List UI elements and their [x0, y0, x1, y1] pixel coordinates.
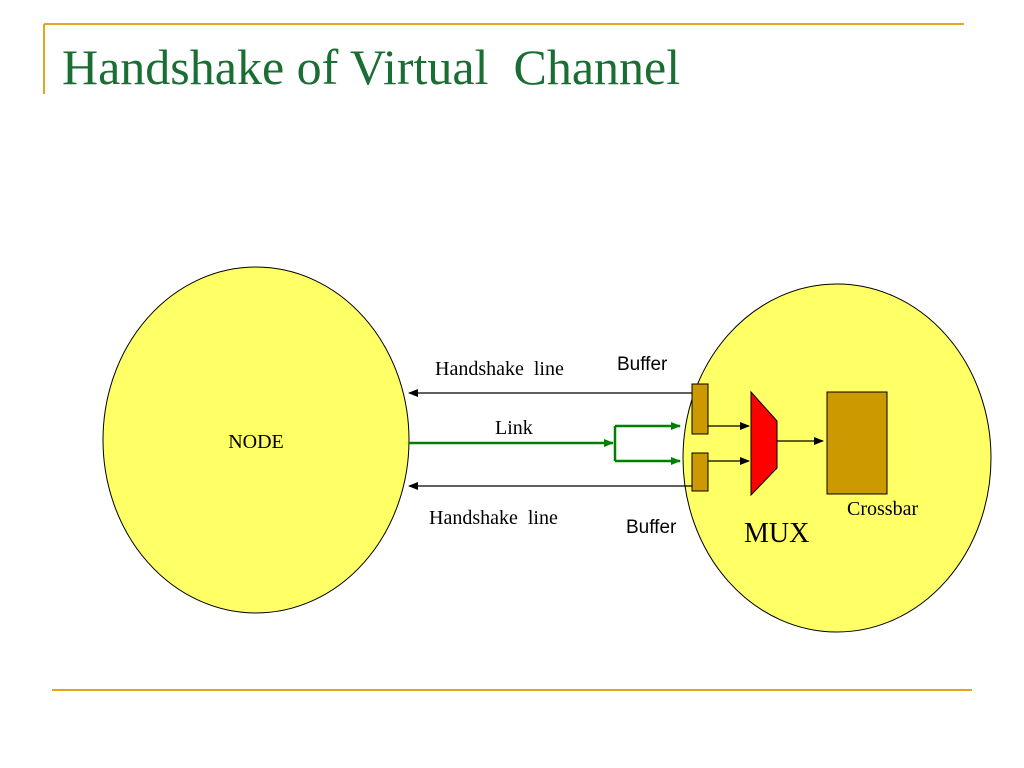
handshake-line-top-label: Handshake line: [435, 358, 564, 380]
mux-label: MUX: [744, 518, 809, 549]
buffer-top-label: Buffer: [617, 354, 668, 375]
buffer-bottom: [691, 452, 709, 492]
node-ellipse: [102, 266, 410, 614]
slide-title: Handshake of Virtual Channel: [62, 39, 681, 95]
crossbar-label: Crossbar: [847, 498, 918, 520]
mux-shape: [750, 390, 778, 497]
link-label: Link: [495, 417, 533, 439]
crossbar-box: [826, 391, 888, 495]
buffer-bottom-label: Buffer: [626, 517, 677, 538]
buffer-top: [691, 383, 709, 435]
handshake-line-bottom-label: Handshake line: [429, 507, 558, 529]
node-label: NODE: [228, 431, 284, 453]
